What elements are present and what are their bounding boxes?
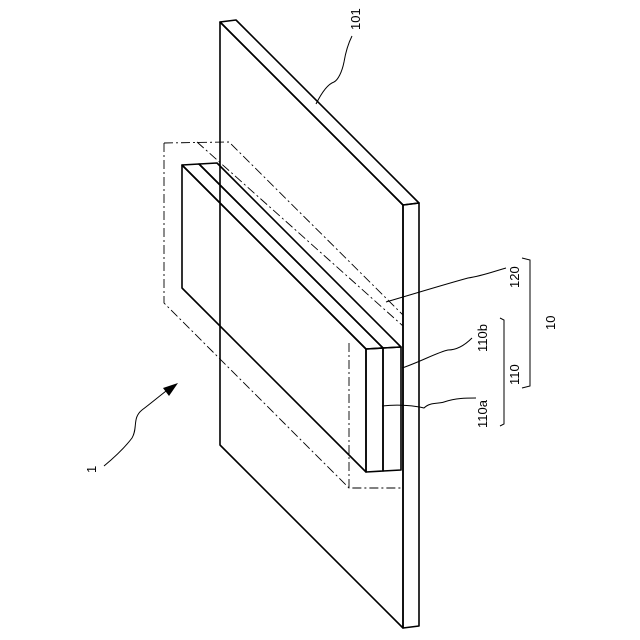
leader-110b xyxy=(402,338,472,368)
base-plate xyxy=(220,20,419,628)
region-outline-top xyxy=(197,142,403,326)
leader-110a xyxy=(382,398,476,408)
label-10: 10 xyxy=(543,316,558,330)
arrowhead-device-1 xyxy=(163,383,178,396)
reference-labels: 101 120 10 110b 110 110a 1 xyxy=(84,8,558,473)
layer-110b-top xyxy=(199,163,401,348)
label-110: 110 xyxy=(507,364,522,385)
layer-110b xyxy=(199,163,401,471)
label-110a: 110a xyxy=(475,399,490,428)
label-120: 120 xyxy=(507,266,522,288)
base-plate-side xyxy=(403,203,419,628)
base-plate-edge xyxy=(220,20,419,205)
leader-120 xyxy=(386,268,506,302)
layer-110a-end xyxy=(366,348,383,472)
layer-110b-end xyxy=(383,347,401,471)
layer-110a-top xyxy=(182,164,383,349)
bracket-assembly-10 xyxy=(522,258,530,388)
label-101: 101 xyxy=(348,8,363,30)
leader-device-1 xyxy=(104,388,170,466)
label-1: 1 xyxy=(84,466,99,473)
region-outline-front xyxy=(164,143,403,488)
leader-101 xyxy=(316,36,352,104)
region-120-outline xyxy=(164,142,403,488)
label-110b: 110b xyxy=(475,324,490,352)
bracket-stack-110 xyxy=(500,318,504,426)
